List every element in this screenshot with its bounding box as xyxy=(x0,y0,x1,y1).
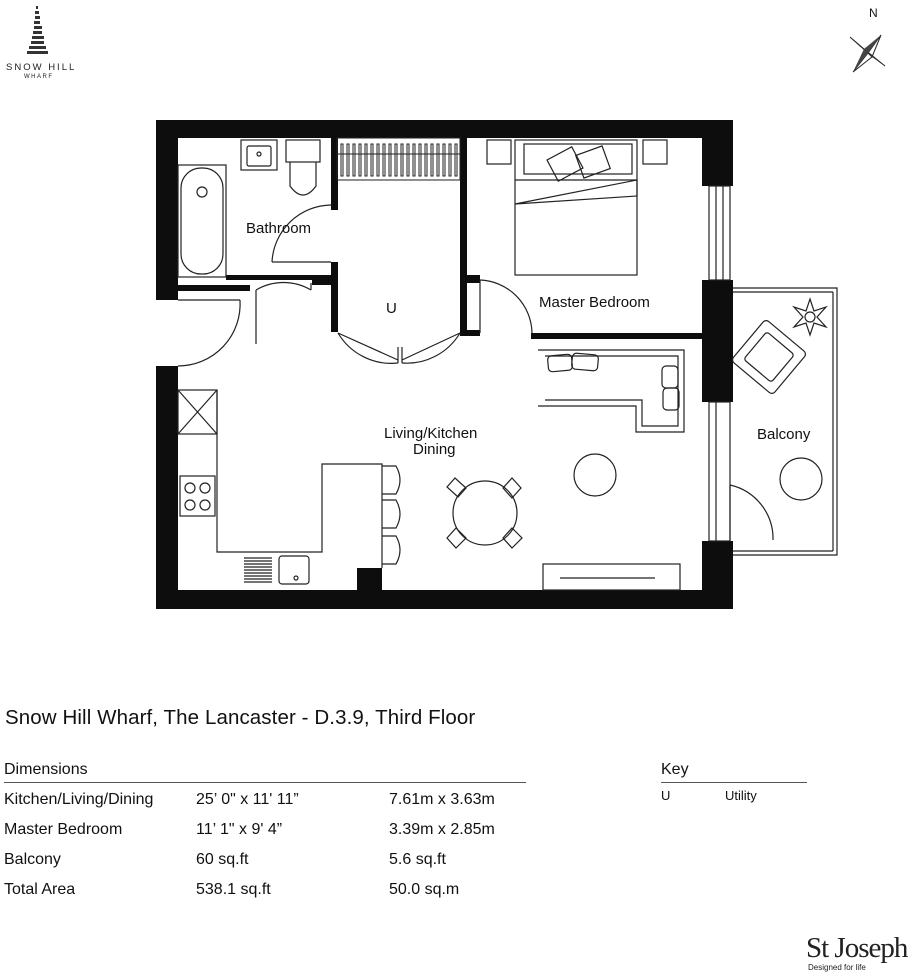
dimension-room: Kitchen/Living/Dining xyxy=(4,791,154,808)
dimension-row: Kitchen/Living/Dining 25’ 0" x 11' 11” 7… xyxy=(4,791,534,813)
bathroom-fixtures xyxy=(177,139,332,278)
dimension-room: Master Bedroom xyxy=(4,821,123,838)
key-row: U Utility xyxy=(661,788,811,806)
brand-name: SNOW HILL xyxy=(6,62,77,73)
developer-tagline: Designed for life xyxy=(808,963,866,972)
dining-table xyxy=(446,477,523,549)
floor-plan: Bathroom Master Bedroom U Living/Kitchen… xyxy=(156,120,838,609)
living-furniture xyxy=(538,349,685,591)
dimension-row: Total Area 538.1 sq.ft 50.0 sq.m xyxy=(4,881,534,903)
room-label-living: Living/Kitchen xyxy=(384,425,477,442)
compass-north-label: N xyxy=(869,6,878,20)
key-divider xyxy=(661,782,807,783)
dimension-metric: 3.39m x 2.85m xyxy=(389,821,495,838)
compass-icon xyxy=(849,34,886,73)
dimension-imperial: 538.1 sq.ft xyxy=(196,881,271,898)
dimensions-divider xyxy=(4,782,526,783)
utility-doors xyxy=(337,332,461,364)
wardrobe xyxy=(336,137,461,181)
dimension-imperial: 25’ 0" x 11' 11” xyxy=(196,791,299,808)
dimension-metric: 7.61m x 3.63m xyxy=(389,791,495,808)
bedroom-furniture xyxy=(486,139,668,276)
bar-stools xyxy=(382,465,401,565)
page-title: Snow Hill Wharf, The Lancaster - D.3.9, … xyxy=(5,706,476,729)
balcony-outline xyxy=(729,287,838,556)
dimensions-heading: Dimensions xyxy=(4,761,88,778)
room-label-dining: Dining xyxy=(413,441,456,458)
walls xyxy=(156,120,733,609)
room-label-master-bedroom: Master Bedroom xyxy=(539,294,650,311)
dimension-room: Balcony xyxy=(4,851,61,868)
developer-logo: St Joseph xyxy=(806,932,908,964)
brand-subtitle: WHARF xyxy=(24,74,54,80)
doors xyxy=(177,279,533,367)
key-meaning: Utility xyxy=(725,788,757,803)
key-code: U xyxy=(661,788,671,803)
room-label-balcony: Balcony xyxy=(757,426,811,443)
room-label-bathroom: Bathroom xyxy=(246,220,311,237)
room-label-utility: U xyxy=(386,300,397,317)
windows xyxy=(708,185,731,542)
dimension-room: Total Area xyxy=(4,881,76,898)
dimension-imperial: 60 sq.ft xyxy=(196,851,249,868)
snow-hill-logo-icon xyxy=(27,6,48,54)
dimension-imperial: 11’ 1" x 9' 4” xyxy=(196,821,283,838)
dimension-metric: 50.0 sq.m xyxy=(389,881,460,898)
dimension-row: Balcony 60 sq.ft 5.6 sq.ft xyxy=(4,851,534,873)
balcony-furniture xyxy=(731,297,828,501)
key-heading: Key xyxy=(661,761,689,778)
kitchen xyxy=(177,389,401,585)
dimension-row: Master Bedroom 11’ 1" x 9' 4” 3.39m x 2.… xyxy=(4,821,534,843)
dimension-metric: 5.6 sq.ft xyxy=(389,851,446,868)
